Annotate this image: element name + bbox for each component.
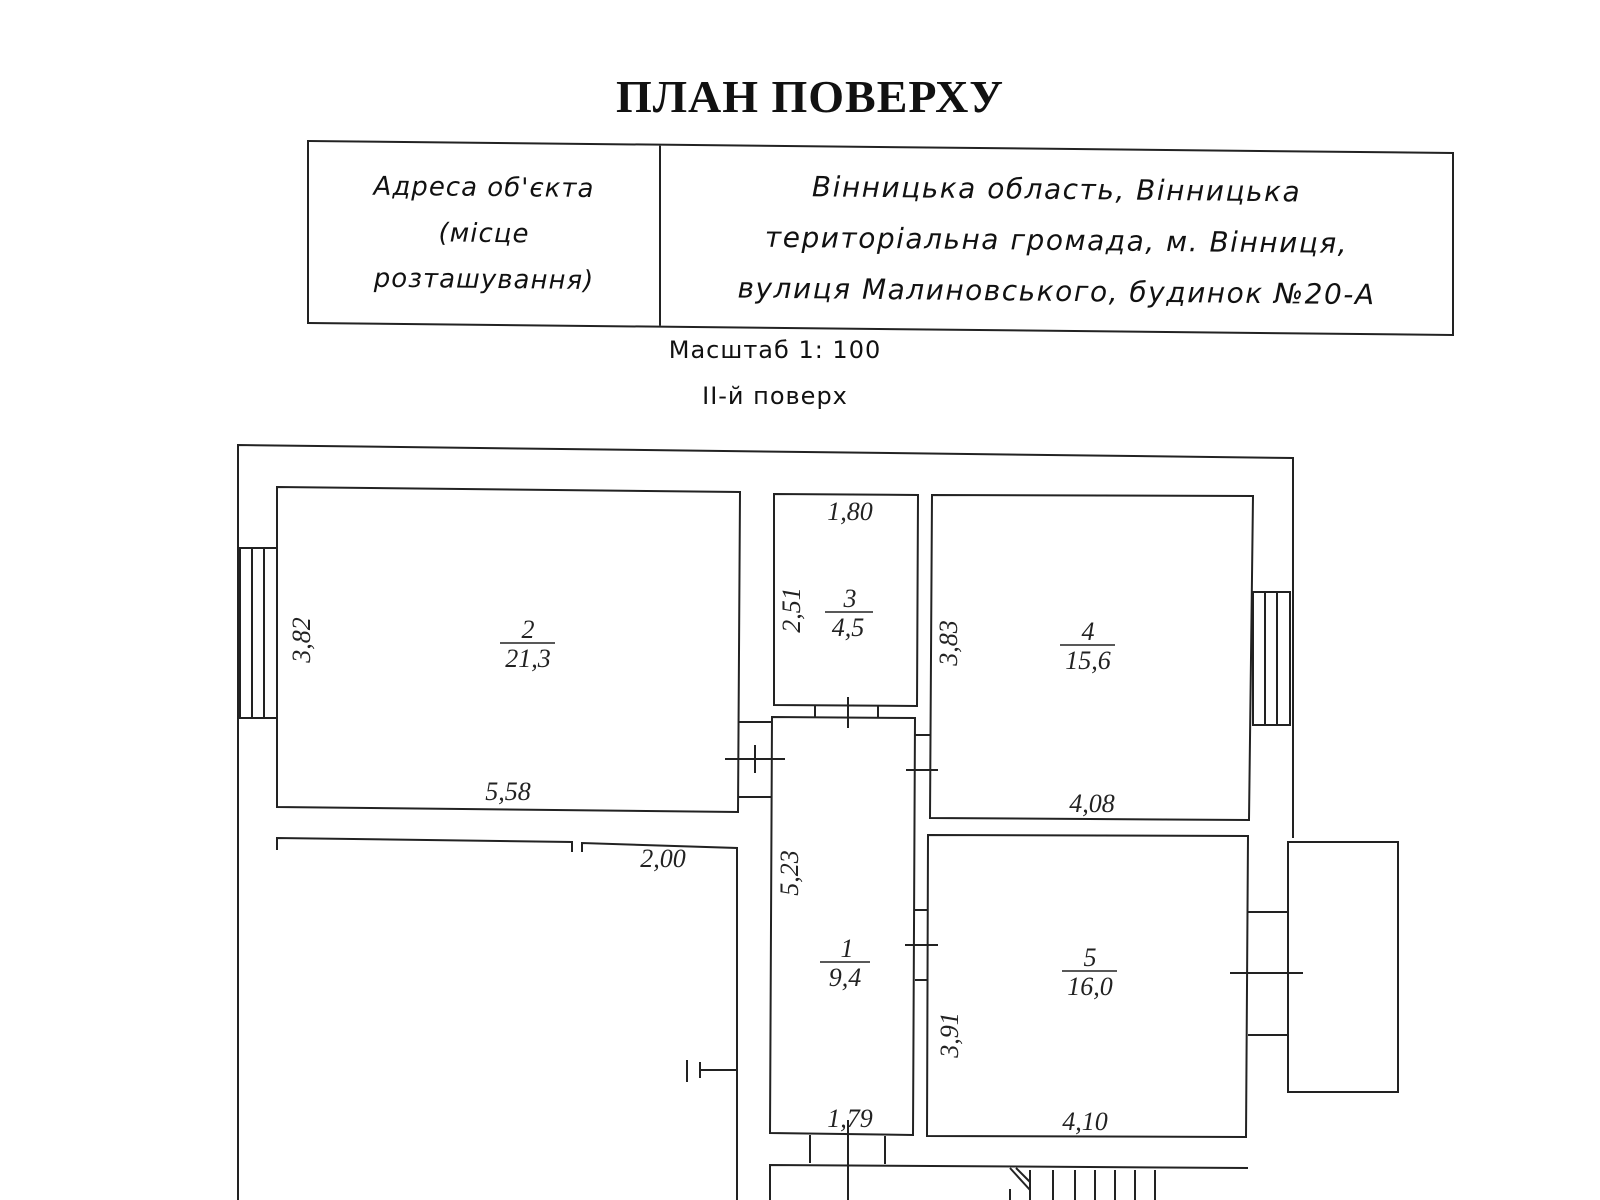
dimension: 1,80 xyxy=(827,497,873,526)
outer-wall xyxy=(237,443,1294,1200)
dimension: 4,08 xyxy=(1069,789,1115,818)
room-6-wall xyxy=(276,836,738,1200)
area-fraction-lines xyxy=(500,611,1117,972)
room-5 xyxy=(925,833,1250,1139)
room-4 xyxy=(928,493,1255,822)
page-title: ПЛАН ПОВЕРХУ xyxy=(615,71,1005,122)
room-area: 15,6 xyxy=(1065,646,1111,675)
room-area: 21,3 xyxy=(505,644,551,673)
dimension: 5,23 xyxy=(775,850,804,896)
room-area: 16,0 xyxy=(1067,972,1113,1001)
dimension: 4,10 xyxy=(1062,1107,1108,1136)
room-number: 3 xyxy=(843,584,857,613)
room-3 xyxy=(773,492,920,708)
dimension: 3,83 xyxy=(934,620,963,667)
room-area: 9,4 xyxy=(829,963,862,992)
room-number: 1 xyxy=(841,934,854,963)
room-1 xyxy=(768,715,917,1137)
room-area: 4,5 xyxy=(832,613,865,642)
dimension: 2,00 xyxy=(640,844,686,873)
room-number: 4 xyxy=(1082,617,1095,646)
balcony xyxy=(1287,841,1399,1093)
room-number: 2 xyxy=(522,615,535,644)
window-left xyxy=(239,547,278,719)
doors xyxy=(725,697,1303,1200)
window-right xyxy=(1252,591,1291,726)
dimension: 3,82 xyxy=(287,617,316,664)
dimension: 2,51 xyxy=(777,587,806,633)
room-number: 5 xyxy=(1084,943,1097,972)
scale-label: Масштаб 1: 100 xyxy=(668,336,882,364)
floor-label: ІІ-й поверх xyxy=(702,382,848,410)
dimension: 1,79 xyxy=(827,1104,873,1133)
dimension: 5,58 xyxy=(485,777,531,806)
room-2 xyxy=(276,485,742,814)
dimension: 3,91 xyxy=(935,1012,964,1059)
stairs xyxy=(769,1163,1249,1200)
